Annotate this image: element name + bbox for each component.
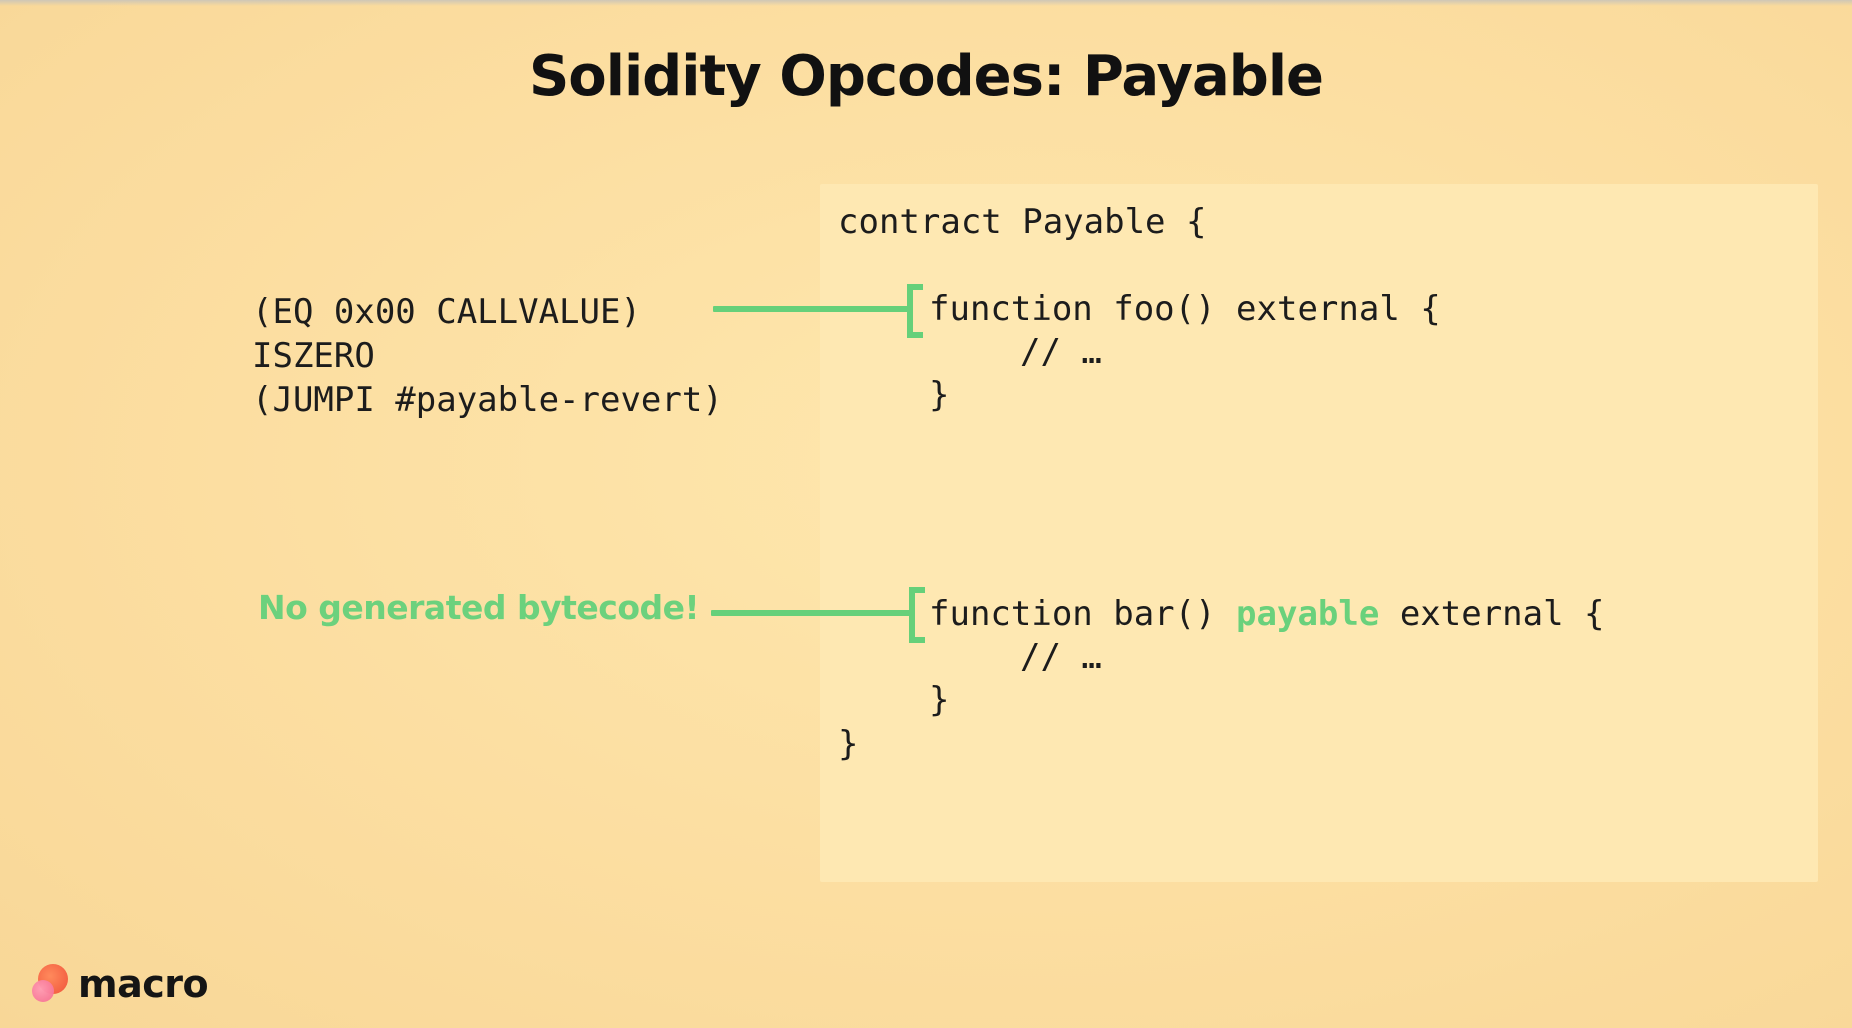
opcode-line-iszero: ISZERO (252, 336, 375, 376)
code-bar-signature: function bar() payable external { (929, 592, 1605, 636)
bar-bracket (909, 587, 925, 643)
foo-connector-line (713, 306, 911, 312)
code-panel (820, 184, 1818, 882)
top-edge (0, 0, 1852, 6)
code-payable-keyword: payable (1236, 594, 1380, 634)
opcode-line-jumpi: (JUMPI #payable-revert) (252, 380, 723, 420)
code-contract-close: } (838, 724, 859, 764)
code-bar-body: // … (1020, 637, 1102, 677)
foo-bracket (907, 284, 923, 338)
macro-logo-icon (32, 962, 72, 1006)
code-bar-close: } (929, 680, 950, 720)
slide-title: Solidity Opcodes: Payable (528, 44, 1324, 109)
code-foo-body: // … (1020, 332, 1102, 372)
bar-connector-line (711, 610, 913, 616)
code-bar-prefix: function bar() (929, 594, 1237, 634)
no-bytecode-label: No generated bytecode! (258, 588, 700, 627)
code-bar-suffix: external { (1379, 594, 1605, 634)
macro-logo: macro (32, 960, 209, 1008)
opcode-line-eq: (EQ 0x00 CALLVALUE) (252, 292, 641, 332)
code-contract-open: contract Payable { (838, 202, 1207, 242)
code-foo-signature: function foo() external { (929, 289, 1441, 329)
macro-logo-text: macro (78, 962, 209, 1006)
code-foo-close: } (929, 375, 950, 415)
